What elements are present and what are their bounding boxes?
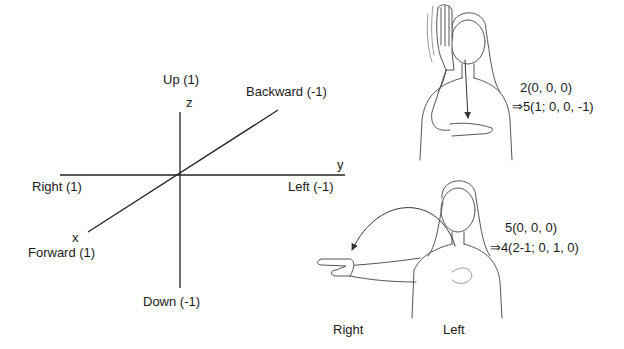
motion-ghost bbox=[427, 6, 434, 62]
head bbox=[441, 188, 475, 232]
shoulder bbox=[464, 244, 502, 318]
side-label: Right bbox=[333, 322, 363, 337]
z-axis bbox=[179, 112, 180, 288]
axis-letter: x bbox=[72, 230, 79, 245]
lower-arm bbox=[350, 276, 416, 282]
axis-label: Up (1) bbox=[163, 72, 199, 87]
start-hand-ghost bbox=[452, 268, 472, 284]
signer-figure-top bbox=[420, 5, 512, 160]
motion-arrow bbox=[465, 60, 468, 118]
axis-letter: y bbox=[337, 157, 344, 172]
motion-arc-arrow bbox=[352, 208, 455, 251]
signer-figure-bottom bbox=[318, 181, 503, 318]
forearm bbox=[432, 70, 450, 130]
axis-letter: z bbox=[186, 95, 193, 110]
hair bbox=[452, 13, 500, 92]
sign-code: 2(0, 0, 0) bbox=[520, 80, 572, 95]
axis-label: Left (-1) bbox=[288, 179, 334, 194]
head bbox=[451, 20, 485, 64]
fingers bbox=[441, 6, 449, 46]
shoulder bbox=[420, 78, 462, 160]
pointing-hand bbox=[318, 259, 354, 276]
sign-code: ⇒5(1; 0, 0, -1) bbox=[512, 99, 594, 114]
sign-code: ⇒4(2-1; 0, 1, 0) bbox=[490, 240, 579, 255]
side-label: Left bbox=[443, 322, 465, 337]
axis-label: Forward (1) bbox=[28, 245, 95, 260]
axis-label: Down (-1) bbox=[143, 294, 200, 309]
axis-label: Right (1) bbox=[32, 179, 82, 194]
flat-hand bbox=[437, 5, 454, 70]
lower-hand bbox=[450, 123, 492, 136]
upper-arm bbox=[346, 258, 420, 266]
shoulder bbox=[474, 78, 512, 160]
neck bbox=[462, 64, 474, 78]
axes bbox=[60, 110, 345, 288]
x-axis bbox=[88, 110, 278, 232]
sign-code: 5(0, 0, 0) bbox=[505, 220, 557, 235]
y-axis bbox=[60, 174, 345, 175]
axis-label: Backward (-1) bbox=[246, 84, 327, 99]
shoulder bbox=[412, 244, 452, 318]
